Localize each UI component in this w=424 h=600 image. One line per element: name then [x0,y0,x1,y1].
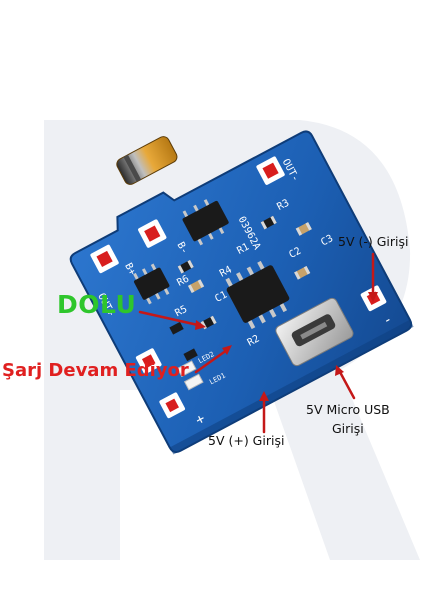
charging-label: Şarj Devam Ediyor [2,360,189,381]
protection-ic [182,199,229,246]
status-leds [176,360,204,391]
electrolytic-capacitor [116,136,178,185]
passive-components [169,215,312,362]
battery-pads [90,156,285,274]
input-negative-label: 5V (-) Girişi [338,234,409,249]
silk-c2: C2 [287,246,303,261]
silk-r2: R2 [246,333,262,348]
silk-r1: R1 [235,242,251,257]
silk-b-minus: B- [174,240,189,256]
micro-usb-label-line2: Girişi [332,421,364,436]
micro-usb-label: 5V Micro USB Girişi [306,400,390,438]
silk-c3: C3 [319,233,335,248]
silk-r3: R3 [275,198,291,213]
micro-usb-port [275,297,354,367]
input-positive-label: 5V (+) Girişi [208,433,285,448]
full-label: DOLU [57,290,137,319]
mosfet-ic [133,263,170,305]
silk-r4: R4 [218,264,234,279]
charger-board: 03962A OUT- B- B+ OUT+ R1 R2 R3 R4 R5 R6… [69,130,414,455]
leader-lines [138,252,378,434]
silk-r5: R5 [173,304,189,319]
charger-ic [225,260,290,330]
silk-c1: C1 [213,289,229,304]
micro-usb-label-line1: 5V Micro USB [306,402,390,417]
silk-r6: R6 [175,273,191,288]
silk-b-plus: B+ [122,261,137,277]
